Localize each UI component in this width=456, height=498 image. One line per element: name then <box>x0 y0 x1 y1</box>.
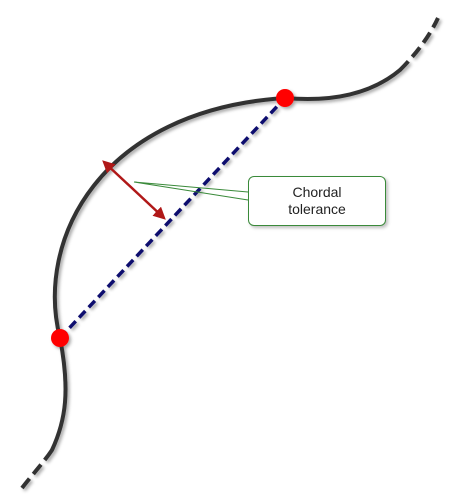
chord-line <box>58 96 287 340</box>
tolerance-arrow <box>102 160 166 220</box>
curve-tail-bottom-dashed <box>20 448 54 490</box>
curve-main <box>50 68 402 452</box>
chord-endpoint-bottom <box>51 329 69 347</box>
callout-text-line1: Chordal <box>292 184 342 200</box>
curve-tail-top-dashed <box>398 17 440 72</box>
chordal-tolerance-callout: Chordal tolerance <box>248 176 386 226</box>
callout-leader <box>133 181 249 201</box>
callout-text-line2: tolerance <box>288 201 346 217</box>
chord-endpoint-top <box>276 89 294 107</box>
